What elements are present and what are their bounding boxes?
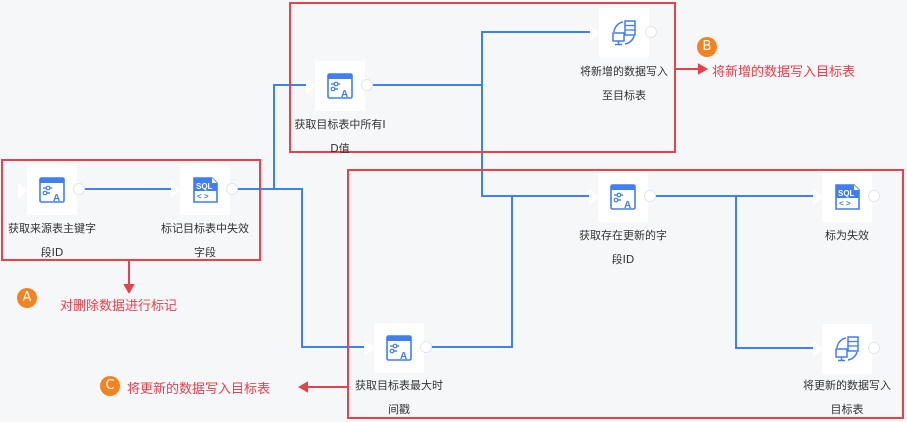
label-line2: 至目标表 — [602, 89, 646, 102]
node-n2[interactable]: SQL < > — [171, 165, 238, 215]
label-line2: 目标表 — [830, 403, 864, 416]
annotation-text-b: 将新增的数据写入目标表 — [712, 65, 856, 80]
group-box-a — [1, 159, 261, 261]
data-sync-icon — [835, 336, 859, 362]
input-port[interactable] — [590, 25, 600, 41]
node-n6-label: 标为失效 — [787, 224, 907, 248]
svg-text:A: A — [341, 89, 348, 99]
svg-text:SQL: SQL — [196, 182, 213, 191]
output-port[interactable] — [226, 183, 238, 195]
annotation-text-c: 将更新的数据写入目标表 — [127, 382, 271, 397]
label-line2: 段ID — [611, 253, 635, 266]
node-n1-label: 获取来源表主键字 段ID — [0, 217, 112, 265]
node-n8[interactable] — [813, 324, 880, 374]
edges — [82, 31, 814, 349]
edge-n2-n7[interactable] — [236, 188, 364, 348]
data-sync-icon — [612, 20, 636, 46]
svg-text:A: A — [624, 200, 631, 210]
node-n3[interactable]: A — [306, 61, 373, 111]
node-n8-label: 将更新的数据写入 目标表 — [787, 374, 907, 422]
output-port[interactable] — [361, 79, 373, 91]
annotation-badge-a: A — [17, 288, 37, 308]
annotation-text-a: 对删除数据进行标记 — [60, 299, 178, 314]
edge-n5-n8[interactable] — [652, 195, 814, 349]
group-box-b — [289, 2, 676, 153]
label-line2: 段ID — [40, 246, 64, 259]
svg-text:< >: < > — [839, 199, 851, 208]
node-n4[interactable] — [590, 8, 657, 58]
annotation-badge-b: B — [697, 37, 717, 57]
input-port[interactable] — [18, 182, 28, 198]
input-port[interactable] — [306, 78, 316, 94]
node-n7-label: 获取目标表最大时 间戳 — [339, 374, 459, 422]
node-n4-label: 将新增的数据写入 至目标表 — [564, 60, 684, 108]
arrow-b-head — [698, 63, 709, 75]
svg-text:< >: < > — [197, 192, 209, 201]
input-port[interactable] — [365, 340, 375, 356]
arrow-c-head — [297, 381, 308, 393]
output-port[interactable] — [868, 342, 880, 354]
label-line1: 获取目标表最大时 — [355, 379, 443, 392]
label-line2: 字段 — [194, 246, 216, 259]
output-port[interactable] — [644, 190, 656, 202]
sql-icon: SQL < > — [193, 177, 218, 203]
label-line1: 获取来源表主键字 — [8, 222, 96, 235]
filter-table-icon: A — [610, 184, 636, 210]
annotation-badge-c: C — [100, 376, 120, 396]
label-line1: 获取目标表中所有I — [294, 118, 386, 131]
node-n1[interactable]: A — [18, 165, 85, 215]
node-n5-label: 获取存在更新的字 段ID — [563, 224, 683, 272]
output-port[interactable] — [868, 190, 880, 202]
input-port[interactable] — [813, 189, 823, 205]
input-port[interactable] — [813, 341, 823, 357]
edge-n3-n5[interactable] — [370, 84, 593, 197]
node-n2-label: 标记目标表中失效 字段 — [145, 217, 265, 265]
label-line1: 将更新的数据写入 — [803, 379, 891, 392]
svg-text:A: A — [400, 351, 407, 361]
label-line2: 间戳 — [388, 403, 410, 416]
output-port[interactable] — [645, 26, 657, 38]
label-line1: 标为失效 — [825, 229, 869, 242]
node-n3-label: 获取目标表中所有I D值 — [280, 113, 400, 161]
filter-table-icon: A — [327, 73, 353, 99]
annotation-arrows — [123, 63, 709, 393]
label-line1: 获取存在更新的字 — [579, 229, 667, 242]
input-port[interactable] — [589, 189, 599, 205]
arrow-a-head — [123, 284, 135, 295]
node-n6[interactable]: SQL < > — [813, 172, 880, 222]
svg-text:SQL: SQL — [838, 189, 855, 198]
filter-table-icon: A — [386, 335, 412, 361]
svg-text:A: A — [53, 193, 60, 203]
output-port[interactable] — [73, 183, 85, 195]
node-n5[interactable]: A — [589, 172, 656, 222]
edge-n3-n4[interactable] — [370, 31, 594, 86]
node-n7[interactable]: A — [365, 323, 432, 373]
input-port[interactable] — [171, 182, 181, 198]
label-line1: 将新增的数据写入 — [580, 65, 668, 78]
sql-icon: SQL < > — [835, 184, 860, 210]
label-line1: 标记目标表中失效 — [161, 222, 249, 235]
filter-table-icon: A — [39, 177, 65, 203]
label-line2: D值 — [330, 142, 350, 155]
group-box-c — [347, 169, 904, 419]
output-port[interactable] — [420, 341, 432, 353]
edge-n7-n5[interactable] — [430, 195, 593, 348]
